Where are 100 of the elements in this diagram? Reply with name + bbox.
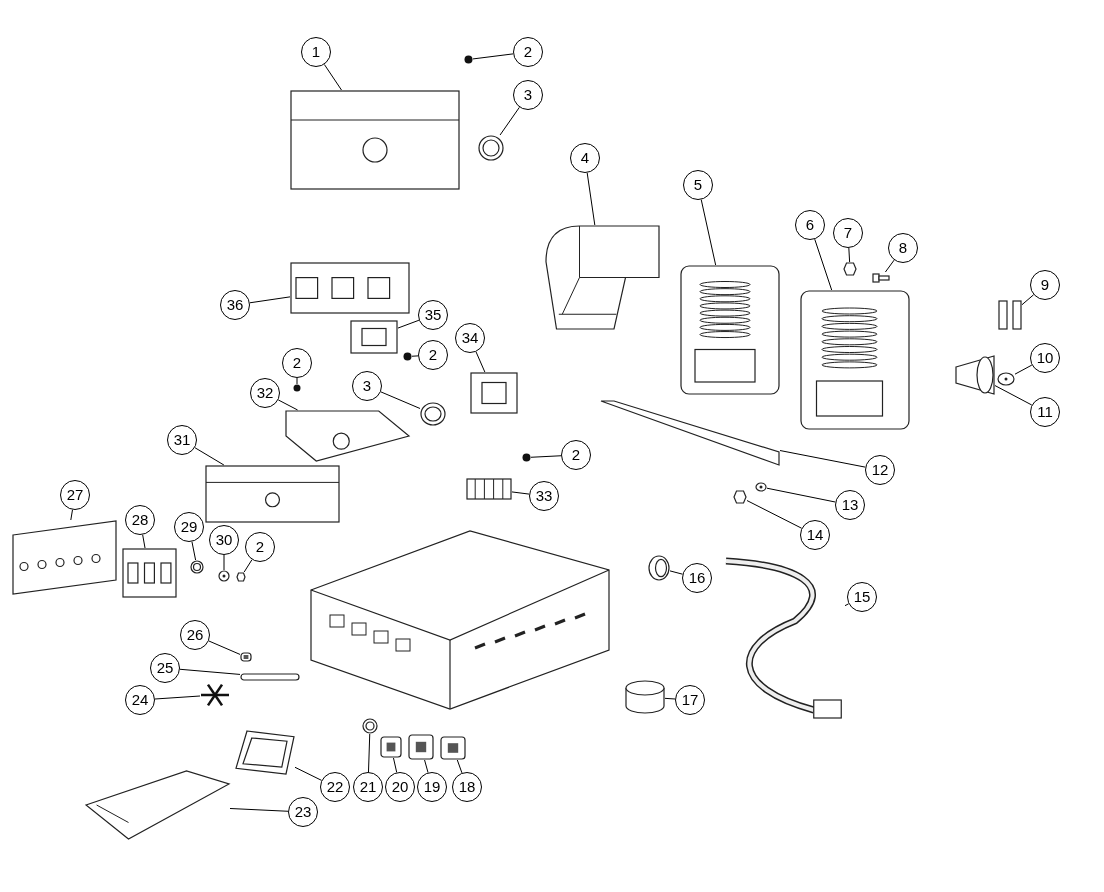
terminal-block-drawing [466, 478, 512, 500]
callout-number: 10 [1030, 343, 1060, 373]
clip-drawing [380, 736, 402, 758]
callout-number: 33 [529, 481, 559, 511]
leader-line [499, 106, 520, 136]
washer-drawing [997, 372, 1015, 386]
leader-line [1021, 294, 1035, 306]
callout-number: 13 [835, 490, 865, 520]
leader-line [456, 759, 463, 774]
leader-line [766, 487, 836, 503]
rod-drawing [240, 670, 300, 684]
callout-number: 30 [209, 525, 239, 555]
bracket-drawing [285, 410, 410, 462]
callout-number: 23 [288, 797, 318, 827]
callout-number: 7 [833, 218, 863, 248]
leader-line [223, 554, 225, 571]
foot-drawing [625, 680, 665, 714]
leader-line [70, 509, 73, 521]
callout-number: 11 [1030, 397, 1060, 427]
rail-drawing [600, 400, 780, 466]
screw-drawing [293, 384, 301, 392]
callout-number: 2 [245, 532, 275, 562]
leader-line [994, 385, 1033, 406]
washer-drawing [755, 482, 767, 492]
callout-number: 12 [865, 455, 895, 485]
leader-line [277, 399, 299, 411]
callout-number: 17 [675, 685, 705, 715]
callout-number: 1 [301, 37, 331, 67]
callout-number: 2 [561, 440, 591, 470]
screw-drawing [403, 352, 412, 361]
leader-line [191, 541, 197, 561]
leader-line [411, 355, 419, 357]
transformer-drawing [680, 265, 780, 395]
front-panel-drawing [12, 520, 117, 595]
leader-line [664, 697, 676, 700]
leader-line [154, 695, 201, 700]
callout-number: 6 [795, 210, 825, 240]
callout-number: 32 [250, 378, 280, 408]
leader-line [475, 351, 486, 373]
leader-line [814, 238, 833, 291]
screw-drawing [464, 55, 473, 64]
leader-line [844, 603, 850, 607]
callout-number: 18 [452, 772, 482, 802]
leader-line [1014, 364, 1033, 375]
leader-line [848, 247, 851, 263]
leader-line [194, 447, 225, 466]
block-drawing [205, 465, 340, 523]
callout-number: 31 [167, 425, 197, 455]
leader-line [779, 450, 866, 468]
callout-number: 35 [418, 300, 448, 330]
callout-number: 3 [513, 80, 543, 110]
callout-number: 15 [847, 582, 877, 612]
relay-drawing [350, 320, 398, 354]
circuit-board-drawing [290, 262, 410, 314]
leader-line [393, 757, 398, 773]
leader-line [323, 63, 342, 91]
callout-number: 14 [800, 520, 830, 550]
frame-drawing [235, 730, 295, 775]
callout-number: 34 [455, 323, 485, 353]
knob-drawing [190, 560, 204, 574]
callout-number: 16 [682, 563, 712, 593]
callout-number: 36 [220, 290, 250, 320]
callout-number: 2 [513, 37, 543, 67]
cover-drawing [545, 225, 660, 330]
knob-drawing [362, 718, 378, 734]
callout-number: 8 [888, 233, 918, 263]
leader-line [511, 491, 530, 495]
leader-line [294, 766, 323, 781]
grommet-drawing [648, 555, 670, 581]
nut-drawing [236, 572, 246, 582]
callout-number: 24 [125, 685, 155, 715]
leader-line [669, 570, 683, 575]
callout-number: 2 [418, 340, 448, 370]
leader-line [229, 808, 289, 812]
leader-line [530, 455, 562, 458]
leader-line [586, 172, 596, 226]
washer-drawing [218, 570, 230, 582]
ring-drawing [478, 135, 504, 161]
clip-drawing [408, 734, 434, 760]
leader-line [243, 559, 253, 573]
callout-number: 4 [570, 143, 600, 173]
transformer-drawing [800, 290, 910, 430]
callout-number: 20 [385, 772, 415, 802]
clip-drawing [440, 736, 466, 760]
callout-number: 22 [320, 772, 350, 802]
circuit-board-drawing [122, 548, 177, 598]
screw-drawing [522, 453, 531, 462]
callout-number: 9 [1030, 270, 1060, 300]
callout-number: 28 [125, 505, 155, 535]
callout-number: 5 [683, 170, 713, 200]
leader-line [380, 391, 421, 409]
screw-pair-drawing [998, 300, 1022, 330]
nut-drawing [843, 262, 857, 276]
cone-drawing [955, 355, 995, 395]
callout-number: 3 [352, 371, 382, 401]
callout-number: 27 [60, 480, 90, 510]
callout-number: 29 [174, 512, 204, 542]
housing-drawing [290, 90, 460, 190]
leader-line [208, 640, 241, 655]
nut-drawing [733, 490, 747, 504]
